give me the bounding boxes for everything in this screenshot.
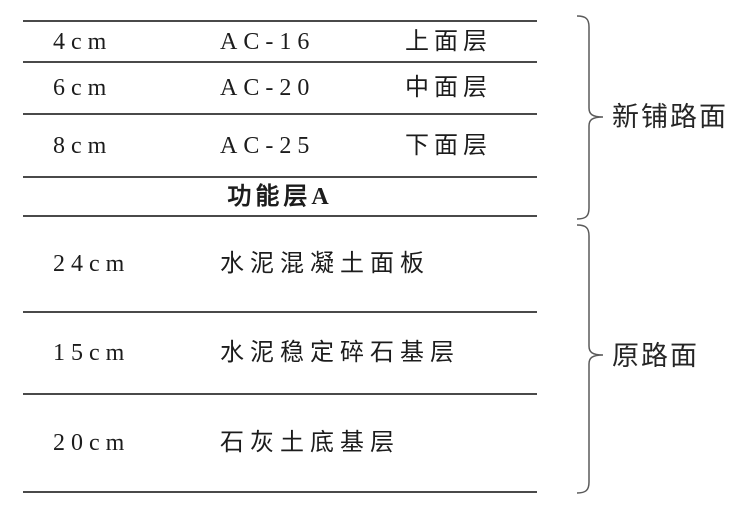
functional-layer-label: 功能层A	[227, 183, 333, 210]
material-label: AC-25	[220, 132, 316, 159]
original-pavement-label: 原路面	[612, 341, 699, 371]
layer-name-label: 下面层	[405, 132, 492, 159]
original-pavement-brace	[576, 224, 604, 494]
material-label: AC-16	[220, 28, 316, 55]
material-label: AC-20	[220, 75, 316, 101]
new-pavement-brace	[576, 15, 604, 220]
table-row: 功能层A	[23, 176, 537, 215]
layer-name-label: 上面层	[405, 28, 492, 55]
material-label: 水泥稳定碎石基层	[220, 340, 460, 366]
thickness-label: 6cm	[53, 75, 113, 101]
table-row: 15cm 水泥稳定碎石基层	[23, 311, 537, 393]
thickness-label: 8cm	[53, 132, 113, 159]
thickness-label: 20cm	[53, 430, 131, 456]
thickness-label: 4cm	[53, 28, 113, 55]
material-label: 水泥混凝土面板	[220, 251, 430, 277]
thickness-label: 15cm	[53, 340, 131, 366]
material-label: 石灰土底基层	[220, 430, 400, 456]
table-row: 20cm 石灰土底基层	[23, 393, 537, 491]
thickness-label: 24cm	[53, 251, 131, 277]
table-row: 4cm AC-16 上面层	[23, 20, 537, 61]
layer-table: 4cm AC-16 上面层 6cm AC-20 中面层 8cm AC-25 下面…	[23, 20, 537, 493]
table-row: 24cm 水泥混凝土面板	[23, 215, 537, 311]
new-pavement-label: 新铺路面	[612, 102, 728, 132]
layer-name-label: 中面层	[405, 75, 492, 101]
table-row: 6cm AC-20 中面层	[23, 61, 537, 113]
table-row: 8cm AC-25 下面层	[23, 113, 537, 176]
